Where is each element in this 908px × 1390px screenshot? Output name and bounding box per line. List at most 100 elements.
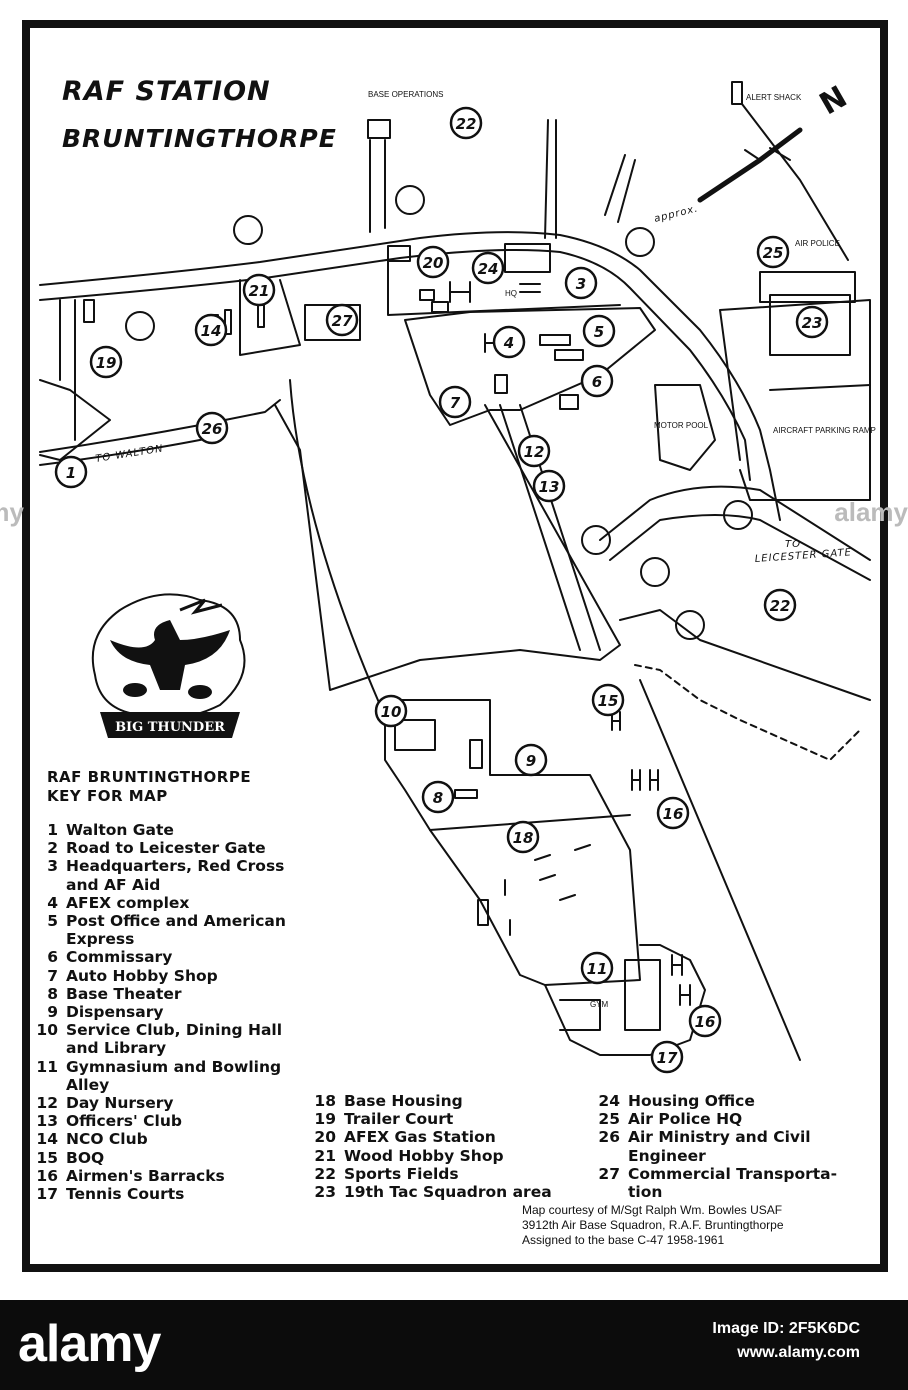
marker-9: 9 bbox=[526, 752, 536, 770]
key-entry-text: AFEX complex bbox=[66, 893, 190, 912]
marker-19: 19 bbox=[96, 354, 117, 372]
key-entry-text: and AF Aid bbox=[66, 875, 161, 894]
key-entry-number: 25 bbox=[598, 1110, 620, 1129]
marker-3: 3 bbox=[576, 275, 586, 293]
key-entry-number: 23 bbox=[314, 1183, 336, 1202]
key-entry: and Library bbox=[32, 1039, 286, 1057]
key-entry: 7 Auto Hobby Shop bbox=[32, 967, 286, 985]
key-entry: Engineer bbox=[594, 1147, 837, 1165]
key-entry-number: 24 bbox=[598, 1092, 620, 1110]
marker-13: 13 bbox=[539, 478, 560, 496]
key-entry-number: 19 bbox=[314, 1110, 336, 1129]
key-entry-number: 14 bbox=[36, 1130, 58, 1149]
marker-16a: 16 bbox=[663, 805, 684, 823]
label-hq: HQ bbox=[505, 289, 517, 298]
key-entry-text: AFEX Gas Station bbox=[344, 1128, 496, 1147]
marker-18: 18 bbox=[513, 829, 534, 847]
key-entry-text: Air Ministry and Civil bbox=[628, 1128, 811, 1147]
key-entry-number: 8 bbox=[47, 984, 58, 1003]
watermark-url: www.alamy.com bbox=[737, 1344, 860, 1361]
key-entry: Alley bbox=[32, 1076, 286, 1094]
key-entry-text: Trailer Court bbox=[344, 1110, 454, 1129]
watermark-brand: alamy bbox=[18, 1315, 161, 1373]
label-base-operations: BASE OPERATIONS bbox=[368, 90, 443, 99]
key-entry-number: 16 bbox=[36, 1166, 58, 1185]
key-entry-number: 3 bbox=[47, 857, 58, 876]
marker-25: 25 bbox=[763, 244, 784, 262]
marker-16b: 16 bbox=[695, 1013, 716, 1031]
label-to-leicester-1: TO bbox=[785, 539, 801, 550]
key-entry-number bbox=[32, 930, 66, 948]
base-map: 1 3 4 5 6 7 8 9 10 11 12 13 14 15 16 16 … bbox=[39, 79, 876, 1074]
label-motor-pool: MOTOR POOL bbox=[654, 421, 709, 430]
credit-line-1: Map courtesy of M/Sgt Ralph Wm. Bowles U… bbox=[522, 1203, 783, 1217]
key-entry-text: Wood Hobby Shop bbox=[344, 1146, 504, 1165]
label-gym: GYM bbox=[590, 1000, 609, 1009]
marker-14: 14 bbox=[201, 322, 222, 340]
key-entry-number: 17 bbox=[36, 1185, 58, 1204]
perimeter-road bbox=[39, 231, 781, 521]
key-entry-number: 11 bbox=[36, 1057, 58, 1076]
key-entry-text: Headquarters, Red Cross bbox=[66, 857, 285, 876]
key-entry-text: Service Club, Dining Hall bbox=[66, 1021, 283, 1040]
key-entry-text: Housing Office bbox=[628, 1092, 755, 1110]
marker-17: 17 bbox=[657, 1049, 678, 1067]
key-entry-text: BOQ bbox=[66, 1148, 105, 1167]
marker-15: 15 bbox=[598, 692, 619, 710]
marker-23: 23 bbox=[802, 314, 823, 332]
marker-8: 8 bbox=[433, 789, 443, 807]
key-entry: 19 Trailer Court bbox=[310, 1110, 552, 1128]
marker-1: 1 bbox=[66, 464, 76, 482]
key-entry-number: 26 bbox=[598, 1128, 620, 1147]
key-entry-number: 5 bbox=[47, 912, 58, 931]
label-approx: approx. bbox=[653, 203, 699, 225]
watermark-image-id: Image ID: 2F5K6DC bbox=[712, 1320, 860, 1337]
marker-20: 20 bbox=[423, 254, 444, 272]
marker-24: 24 bbox=[478, 260, 499, 278]
key-entry-text: Base Theater bbox=[66, 984, 182, 1003]
key-entry: and AF Aid bbox=[32, 876, 286, 894]
north-label: N bbox=[814, 79, 853, 122]
label-to-walton: TO WALTON bbox=[95, 443, 165, 465]
key-entry: tion bbox=[594, 1183, 837, 1201]
key-entry: 24 Housing Office bbox=[594, 1092, 837, 1110]
marker-22b: 22 bbox=[770, 597, 791, 615]
key-entry-number: 22 bbox=[314, 1164, 336, 1183]
key-entry-text: Day Nursery bbox=[66, 1094, 174, 1113]
key-entry-text: NCO Club bbox=[66, 1130, 148, 1149]
key-entry-text: 19th Tac Squadron area bbox=[344, 1183, 552, 1202]
key-entry: 15 BOQ bbox=[32, 1149, 286, 1167]
marker-22a: 22 bbox=[456, 115, 477, 133]
credit-line-3: Assigned to the base C-47 1958-1961 bbox=[522, 1233, 725, 1247]
watermark-bar: alamy Image ID: 2F5K6DC www.alamy.com bbox=[0, 1300, 908, 1390]
key-entry-number: 7 bbox=[47, 966, 58, 985]
key-entry: Express bbox=[32, 930, 286, 948]
key-entry-text: Auto Hobby Shop bbox=[66, 966, 218, 985]
key-entry-number: 15 bbox=[36, 1148, 58, 1167]
key-entry-number bbox=[594, 1147, 628, 1165]
key-entry-number bbox=[32, 876, 66, 894]
marker-group bbox=[54, 106, 829, 1074]
map-credit: Map courtesy of M/Sgt Ralph Wm. Bowles U… bbox=[522, 1203, 784, 1248]
key-entry-text: Express bbox=[66, 930, 135, 949]
key-entry-text: tion bbox=[628, 1183, 663, 1202]
key-entry-number: 20 bbox=[314, 1128, 336, 1147]
key-entry: 20 AFEX Gas Station bbox=[310, 1128, 552, 1146]
marker-27: 27 bbox=[332, 312, 353, 330]
key-entry-text: Base Housing bbox=[344, 1092, 463, 1110]
